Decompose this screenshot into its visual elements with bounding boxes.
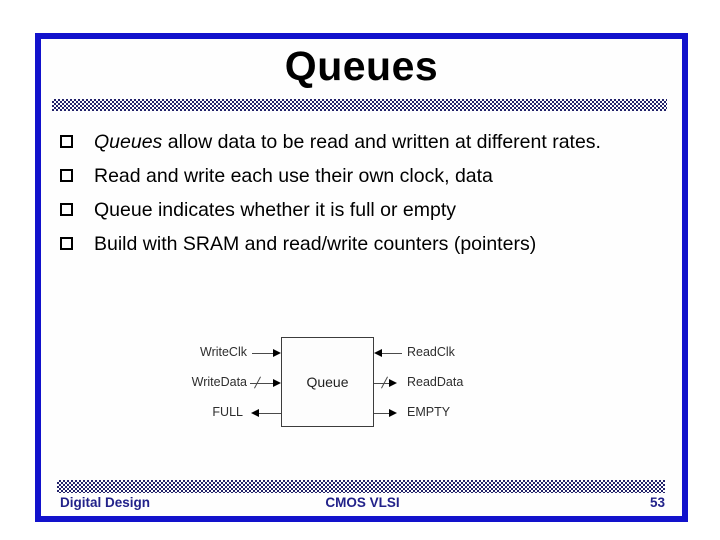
- slide-title: Queues: [284, 43, 439, 89]
- bullet-item: Queues allow data to be read and written…: [60, 128, 672, 156]
- arrowhead-right-icon: [273, 349, 281, 357]
- bullet-text: Queue indicates whether it is full or em…: [94, 196, 659, 224]
- square-bullet-icon: [60, 203, 73, 216]
- arrowhead-right-icon: [389, 379, 397, 387]
- queue-box-label: Queue: [306, 374, 349, 390]
- arrowhead-right-icon: [273, 379, 281, 387]
- port-label-writeclk: WriteClk: [200, 345, 247, 359]
- square-bullet-icon: [60, 135, 73, 148]
- square-bullet-icon: [60, 169, 73, 182]
- full-wire: [258, 413, 281, 414]
- footer-divider-hatched: [57, 480, 665, 493]
- bullet-body: Build with SRAM and read/write counters …: [94, 233, 537, 255]
- writeclk-wire: [252, 353, 275, 354]
- bullet-body: allow data to be read and written at dif…: [162, 131, 601, 153]
- bullet-list: Queues allow data to be read and written…: [60, 128, 672, 264]
- queue-box: Queue: [281, 337, 374, 427]
- port-label-readdata: ReadData: [407, 375, 464, 389]
- bullet-body: Queue indicates whether it is full or em…: [94, 199, 457, 221]
- empty-wire: [374, 413, 390, 414]
- bullet-item: Read and write each use their own clock,…: [60, 162, 672, 190]
- title-divider-hatched: [52, 99, 667, 111]
- bullet-item: Queue indicates whether it is full or em…: [60, 196, 672, 224]
- bullet-item: Build with SRAM and read/write counters …: [60, 230, 672, 258]
- writedata-wire: [250, 383, 275, 384]
- port-label-readclk: ReadClk: [407, 345, 455, 359]
- bullet-lead-italic: Queues: [94, 131, 163, 153]
- arrowhead-left-icon: [374, 349, 382, 357]
- port-label-empty: EMPTY: [407, 405, 451, 419]
- arrowhead-right-icon: [389, 409, 397, 417]
- square-bullet-icon: [60, 237, 73, 250]
- queue-block-diagram: Queue WriteClk WriteData FULL ReadClk Re…: [175, 330, 485, 440]
- readclk-wire: [381, 353, 402, 354]
- port-label-full: FULL: [212, 405, 243, 419]
- footer-page-number: 53: [649, 495, 666, 510]
- slide-frame: Queues Queues allow data to be read and …: [35, 33, 688, 522]
- bullet-text: Build with SRAM and read/write counters …: [94, 230, 659, 258]
- arrowhead-left-icon: [251, 409, 259, 417]
- port-label-writedata: WriteData: [191, 375, 247, 389]
- bullet-body: Read and write each use their own clock,…: [94, 165, 493, 187]
- bullet-text: Read and write each use their own clock,…: [94, 162, 659, 190]
- footer-course-name: Digital Design: [60, 495, 151, 510]
- footer: Digital Design CMOS VLSI 53: [60, 495, 665, 510]
- footer-book-title: CMOS VLSI: [325, 495, 400, 510]
- bullet-text: Queues allow data to be read and written…: [94, 128, 659, 156]
